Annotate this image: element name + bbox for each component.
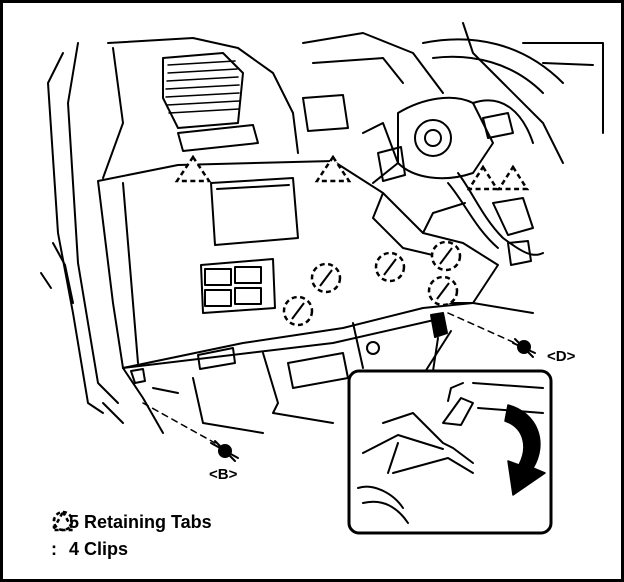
legend-colon: : [51,539,57,559]
legend-colon: : [51,512,57,532]
clip-marker [314,154,352,183]
dashed-triangle-icon [51,509,75,532]
steering-column [397,96,494,180]
legend: : 5 Retaining Tabs : 4 Clips [51,509,212,563]
air-vent [162,52,244,129]
removal-arrow [504,404,546,496]
clip-marker [466,164,500,191]
legend-row-clips: : 4 Clips [51,509,212,563]
lower-panel-outline [97,160,499,369]
clip-marker [174,154,212,183]
callout-d: <D> [547,348,576,365]
screw-d [512,338,536,358]
callout-b: <B> [209,466,238,483]
screw-b [210,440,239,462]
lower-panel-opening [210,177,299,246]
legend-row-retaining-tabs: : 5 Retaining Tabs [51,509,212,536]
detail-inset [347,369,553,535]
switch-bank [200,258,276,314]
dash-top-outline [107,37,299,154]
left-pillar-outline [47,52,104,414]
legend-label-retaining-tabs: 5 Retaining Tabs [69,512,212,532]
clip-marker [496,164,530,191]
lower-instrument-panel-illustration [40,22,604,535]
legend-label-clips: 4 Clips [69,539,129,559]
